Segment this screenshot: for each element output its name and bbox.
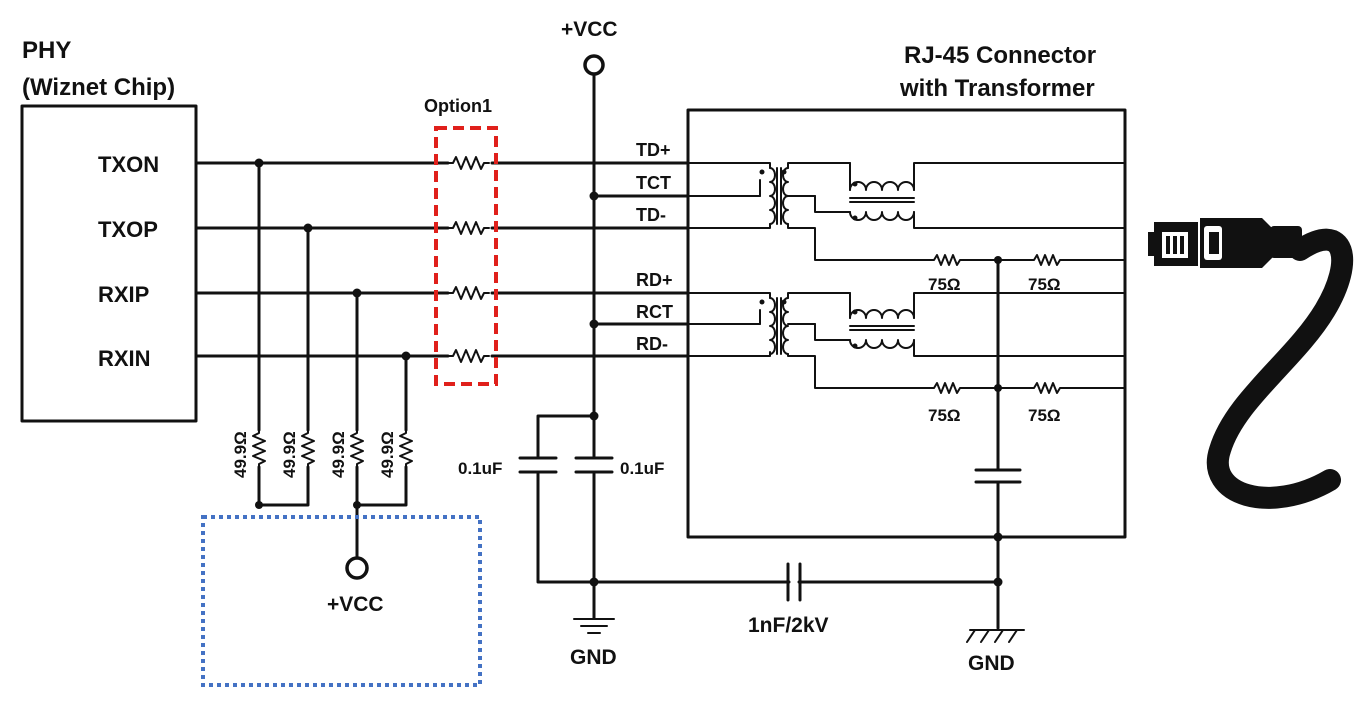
vcc-rail: +VCC 0.1uF 0.1uF GND	[458, 18, 1002, 669]
term-label-1: 75Ω	[928, 275, 961, 294]
transformer-rx	[687, 292, 1126, 389]
bias-resistor-label-2: 49.9Ω	[280, 431, 299, 478]
term-label-3: 75Ω	[928, 406, 961, 425]
option-resistor-2	[447, 221, 490, 235]
bias-resistor-2	[301, 429, 315, 468]
pin-label-rxip: RXIP	[98, 282, 149, 307]
signal-lines	[194, 156, 690, 363]
cap-label-left: 0.1uF	[458, 459, 502, 478]
termination-network: 75Ω 75Ω 75Ω 75Ω	[928, 254, 1126, 630]
vcc-top-terminal	[583, 54, 605, 76]
vcc-top-label: +VCC	[561, 18, 618, 41]
cap-decoupling-left	[518, 456, 558, 474]
pin-label-txop: TXOP	[98, 217, 158, 242]
rj45-title-line2: with Transformer	[899, 75, 1095, 102]
phy-title-line1: PHY	[22, 37, 71, 64]
cap-termination	[974, 468, 1022, 484]
bias-resistor-4	[399, 429, 413, 468]
bias-resistor-label-3: 49.9Ω	[329, 431, 348, 478]
signal-label-rd-minus: RD-	[636, 334, 668, 354]
rj45-block: RJ-45 Connector with Transformer TD+ TCT…	[636, 42, 1127, 630]
ethernet-cable-icon	[1148, 218, 1354, 509]
gnd-right-symbol	[966, 629, 1025, 643]
term-label-2: 75Ω	[1028, 275, 1061, 294]
option1-group: Option1	[424, 96, 498, 386]
cap-label-chassis: 1nF/2kV	[748, 614, 829, 637]
bias-dotted-box	[201, 515, 482, 687]
term-resistor-2	[1029, 254, 1065, 266]
term-resistor-3	[929, 382, 965, 394]
cap-decoupling-right	[574, 456, 614, 474]
bias-resistor-label-4: 49.9Ω	[378, 431, 397, 478]
pin-label-txon: TXON	[98, 152, 159, 177]
pin-label-rxin: RXIN	[98, 346, 151, 371]
gnd-left-symbol	[573, 618, 615, 634]
option1-dashed-box	[434, 126, 498, 386]
bias-resistor-label-1: 49.9Ω	[231, 431, 250, 478]
option-resistor-1	[447, 156, 490, 170]
signal-label-tct: TCT	[636, 173, 671, 193]
bias-resistor-3	[350, 429, 364, 468]
rj45-title-line1: RJ-45 Connector	[904, 42, 1096, 69]
option1-label: Option1	[424, 96, 492, 116]
bias-network: 49.9Ω 49.9Ω 49.9Ω 49.9Ω +VCC	[201, 158, 482, 687]
signal-label-rct: RCT	[636, 302, 673, 322]
signal-label-rd-plus: RD+	[636, 270, 673, 290]
phy-chip-box	[20, 104, 198, 423]
option-resistor-3	[447, 286, 490, 300]
chassis-ground: 1nF/2kV GND	[748, 562, 1025, 675]
transformer-tx	[687, 162, 1126, 261]
signal-label-td-minus: TD-	[636, 205, 666, 225]
term-resistor-4	[1029, 382, 1065, 394]
bias-resistor-1	[252, 429, 266, 468]
vcc-bottom-terminal	[345, 556, 369, 580]
term-label-4: 75Ω	[1028, 406, 1061, 425]
vcc-bottom-label: +VCC	[327, 593, 384, 616]
gnd-left-label: GND	[570, 646, 617, 669]
gnd-right-label: GND	[968, 652, 1015, 675]
signal-label-td-plus: TD+	[636, 140, 671, 160]
cap-label-right: 0.1uF	[620, 459, 664, 478]
option-resistor-4	[447, 349, 490, 363]
phy-block: PHY (Wiznet Chip) TXON TXOP RXIP RXIN	[20, 37, 198, 423]
phy-title-line2: (Wiznet Chip)	[22, 74, 175, 101]
term-resistor-1	[929, 254, 965, 266]
